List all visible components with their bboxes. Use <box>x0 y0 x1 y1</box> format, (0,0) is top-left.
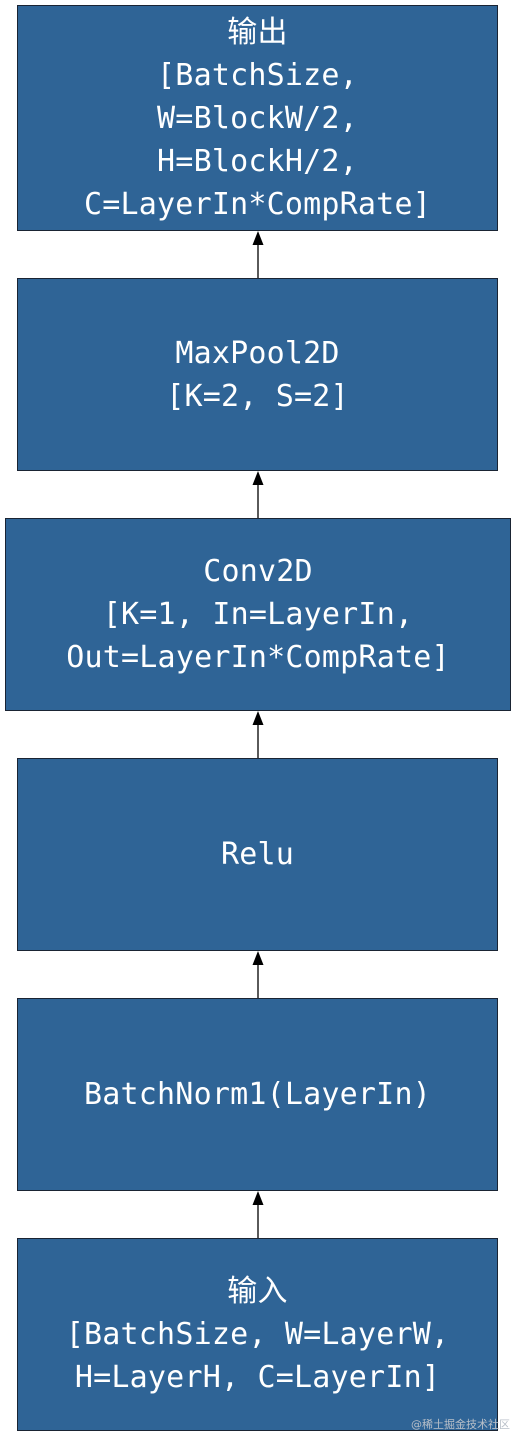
output-line-3: H=BlockH/2, <box>157 143 358 179</box>
conv2d-box: Conv2D [K=1, In=LayerIn, Out=LayerIn*Com… <box>5 518 511 711</box>
conv2d-params-1: [K=1, In=LayerIn, <box>102 597 414 632</box>
input-box: 输入 [BatchSize, W=LayerW, H=LayerH, C=Lay… <box>17 1238 498 1431</box>
batchnorm-title: BatchNorm1(LayerIn) <box>84 1077 431 1112</box>
relu-title: Relu <box>220 837 295 872</box>
output-title: 输出 <box>227 14 288 50</box>
maxpool-title: MaxPool2D <box>175 335 340 371</box>
output-line-1: [BatchSize, <box>157 57 358 93</box>
input-title: 输入 <box>227 1274 288 1309</box>
arrow-relu-to-conv2d <box>252 711 264 758</box>
arrow-maxpool-to-output <box>252 231 264 278</box>
input-line-2: H=LayerH, C=LayerIn] <box>74 1360 441 1395</box>
batchnorm-box: BatchNorm1(LayerIn) <box>17 998 498 1191</box>
arrow-batchnorm-to-relu <box>252 951 264 998</box>
output-line-2: W=BlockW/2, <box>157 100 358 136</box>
arrow-conv2d-to-maxpool <box>252 471 264 518</box>
conv2d-params-2: Out=LayerIn*CompRate] <box>66 640 450 675</box>
watermark-text: @稀土掘金技术社区 <box>411 1418 510 1431</box>
output-line-4: C=LayerIn*CompRate] <box>84 186 431 222</box>
arrow-input-to-batchnorm <box>252 1191 264 1238</box>
maxpool-box: MaxPool2D [K=2, S=2] <box>17 278 498 471</box>
input-line-1: [BatchSize, W=LayerW, <box>65 1317 450 1352</box>
conv2d-title: Conv2D <box>203 554 313 589</box>
maxpool-params: [K=2, S=2] <box>166 378 349 414</box>
output-box: 输出 [BatchSize, W=BlockW/2, H=BlockH/2, C… <box>17 5 498 231</box>
relu-box: Relu <box>17 758 498 951</box>
